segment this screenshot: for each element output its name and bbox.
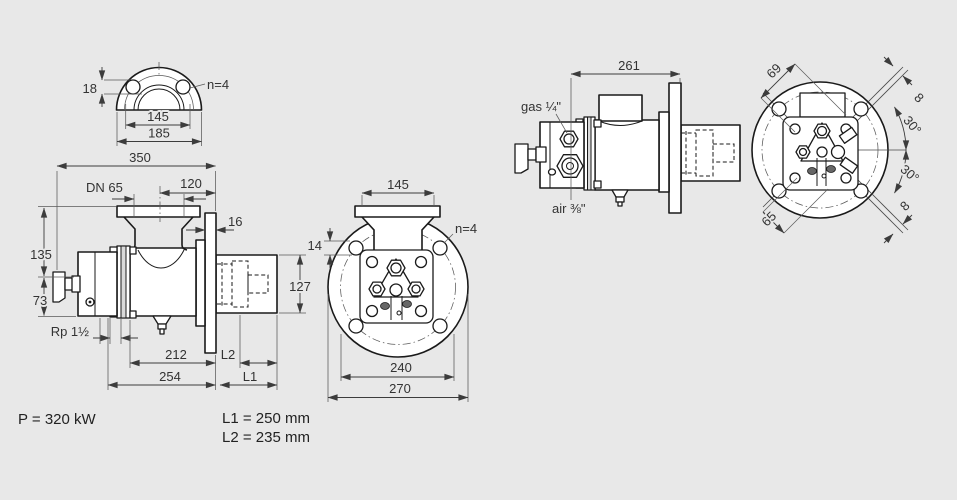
view-front: 145 14 n=4 240 270 [306,175,477,402]
dim-bolt-circle: 240 [390,360,412,375]
nozzle-assembly [795,122,859,186]
mounting-plate [668,82,682,214]
bolt-count-label: n=4 [455,221,477,236]
bolt-hole [853,183,869,199]
junction-box [799,92,846,118]
drain-spigot [152,315,172,335]
bolt-hole [432,240,448,256]
dim-diag-lower: 65 [758,208,779,229]
flange-size-label: DN 65 [86,180,123,195]
dim-outer-diameter: 270 [389,381,411,396]
angle-lower: 30° [898,161,923,185]
dim-bolt-circle: 145 [147,109,169,124]
flame-tube [680,124,741,182]
power-note: P = 320 kW [18,411,97,428]
dim-hole-diameter: 14 [308,238,322,253]
gas-flange-front [354,205,441,218]
flange-hub [658,111,670,193]
dim-offset-lower: 8 [897,198,913,214]
dim-height-upper: 135 [30,247,52,262]
gas-flange [116,205,201,218]
dim-total-length: 254 [159,369,181,384]
l2-note: L2 = 235 mm [222,429,310,446]
angle-upper: 30° [900,113,924,138]
mounting-plate [204,212,217,354]
dim-body-length: 212 [165,347,187,362]
bolt-count-label: n=4 [207,77,229,92]
l1-note: L1 = 250 mm [222,410,310,427]
internal-head-dashed [217,260,269,308]
bolt-hole [348,240,364,256]
view-rear: 69 65 8 30° 30° 8 [751,56,929,244]
dim-outer-diameter: 185 [148,126,170,141]
dim-flange-width: 145 [387,177,409,192]
bolt-hole [771,183,787,199]
thread-label: Rp 1½ [51,324,89,339]
nozzle-assembly [368,258,425,320]
top-tube [598,94,643,122]
dim-tube-diameter: 127 [289,279,311,294]
burner-body [594,119,660,191]
dim-l2-label: L2 [221,347,235,362]
dim-hole-diameter: 18 [83,81,97,96]
ignition-elbow [514,143,547,174]
control-block [77,251,118,317]
bolt-hole [853,101,869,117]
bolt-hole [175,79,191,95]
burner-body [129,247,197,317]
notes: P = 320 kW L1 = 250 mm L2 = 235 mm [18,410,310,446]
view-flange-half: 18 n=4 145 185 [81,62,229,146]
bolt-hole [125,79,141,95]
dim-overall-length: 350 [129,150,151,165]
flame-tube [215,254,278,314]
gas-port-label: gas ¼" [521,99,561,114]
dim-offset-upper: 8 [911,90,927,106]
dim-flange-offset: 120 [180,176,202,191]
view-side-right: 261 gas ¼" air ⅜" [514,56,741,216]
flange-hub [195,239,206,327]
bolt-hole [432,318,448,334]
ignition-elbow [52,271,81,303]
bolt-hole [348,318,364,334]
bolt-hole [771,101,787,117]
view-side-left: 350 120 DN 65 16 135 73 Rp 1½ [28,148,313,390]
dim-plate-thickness: 16 [228,214,242,229]
dim-length: 261 [618,58,640,73]
air-port-label: air ⅜" [552,201,586,216]
dim-l1-label: L1 [243,369,257,384]
drain-spigot [611,189,629,207]
internal-head-dashed [681,129,735,177]
dim-height-lower: 73 [33,293,47,308]
